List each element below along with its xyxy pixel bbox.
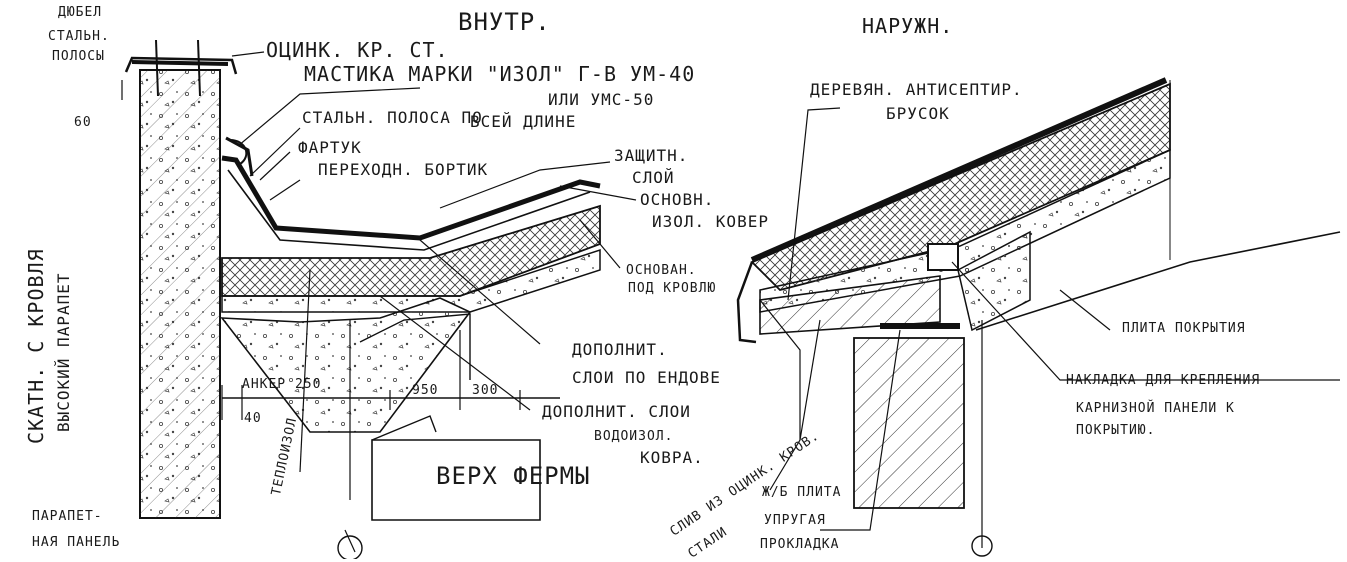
label-dim-950: 950: [412, 383, 439, 398]
label-fartuk: ФАРТУК: [298, 138, 362, 157]
label-mastika-1: МАСТИКА МАРКИ "ИЗОЛ" Г-В УМ-40: [304, 62, 696, 86]
label-skat-1: СКАТН. С КРОВЛЯ: [24, 248, 48, 444]
leader-lines-inner: [231, 51, 637, 473]
label-skat-2: ВЫСОКИЙ ПАРАПЕТ: [54, 272, 73, 433]
label-derev-2: БРУСОК: [886, 104, 950, 123]
label-ocinc: ОЦИНК. КР. СТ.: [266, 38, 449, 62]
label-naklad-3: ПОКРЫТИЮ.: [1076, 423, 1156, 438]
label-osn-izol-2: ИЗОЛ. КОВЕР: [652, 212, 769, 231]
label-zashit-2: СЛОЙ: [632, 168, 675, 187]
label-dyubel: ДЮБЕЛ: [58, 5, 103, 20]
label-mastika-2: ИЛИ УМС-50: [548, 90, 655, 109]
label-dop-vodoiz-1: ДОПОЛНИТ. СЛОИ: [542, 402, 691, 421]
label-parapet-2: НАЯ ПАНЕЛЬ: [32, 535, 121, 550]
label-uprug-2: ПРОКЛАДКА: [760, 537, 840, 552]
label-zashit-1: ЗАЩИТН.: [614, 146, 689, 165]
label-dim-40: 40: [244, 411, 262, 426]
label-dop-vodoiz-2: ВОДОИЗОЛ.: [594, 429, 674, 444]
label-stal-polosy-2: ПОЛОСЫ: [52, 49, 105, 64]
parapet-panel: [121, 39, 238, 519]
eave-assembly: [736, 77, 1341, 557]
label-uprug-1: УПРУГАЯ: [764, 513, 826, 528]
label-dop-endova-1: ДОПОЛНИТ.: [572, 340, 668, 359]
label-stal-polosa-2: ВСЕЙ ДЛИНЕ: [470, 112, 577, 131]
label-dop-endova-2: СЛОИ ПО ЕНДОВЕ: [572, 368, 721, 387]
label-osn-krov-2: ПОД КРОВЛЮ: [628, 281, 717, 296]
label-naruzh: НАРУЖН.: [862, 14, 954, 38]
label-dop-vodoiz-3: КОВРА.: [640, 448, 704, 467]
label-perehod: ПЕРЕХОДН. БОРТИК: [318, 160, 489, 179]
label-verh-fermy: ВЕРХ ФЕРМЫ: [436, 462, 591, 490]
label-naklad-2: КАРНИЗНОЙ ПАНЕЛИ К: [1076, 401, 1235, 416]
label-stal-polosy-1: СТАЛЬН.: [48, 29, 110, 44]
label-stal-polosa-1: СТАЛЬН. ПОЛОСА ПО: [302, 108, 483, 127]
label-dim-300: 300: [472, 383, 499, 398]
label-vnutr: ВНУТР.: [458, 8, 551, 36]
label-osn-izol-1: ОСНОВН.: [640, 190, 715, 209]
leader-lines-outer: [759, 107, 1340, 531]
dimension-lines: [221, 330, 560, 420]
label-parapet-1: ПАРАПЕТ-: [32, 509, 103, 524]
label-naklad-1: НАКЛАДКА ДЛЯ КРЕПЛЕНИЯ: [1066, 373, 1261, 388]
truss-support: [220, 297, 541, 559]
label-plita-pokr: ПЛИТА ПОКРЫТИЯ: [1122, 321, 1246, 336]
label-derev-1: ДЕРЕВЯН. АНТИСЕПТИР.: [810, 80, 1023, 99]
label-dim-60: 60: [74, 115, 92, 130]
label-osn-krov-1: ОСНОВАН.: [626, 263, 697, 278]
label-plita-small: Ж/Б ПЛИТА: [762, 485, 842, 500]
label-anker: АНКЕР 250: [242, 377, 322, 392]
